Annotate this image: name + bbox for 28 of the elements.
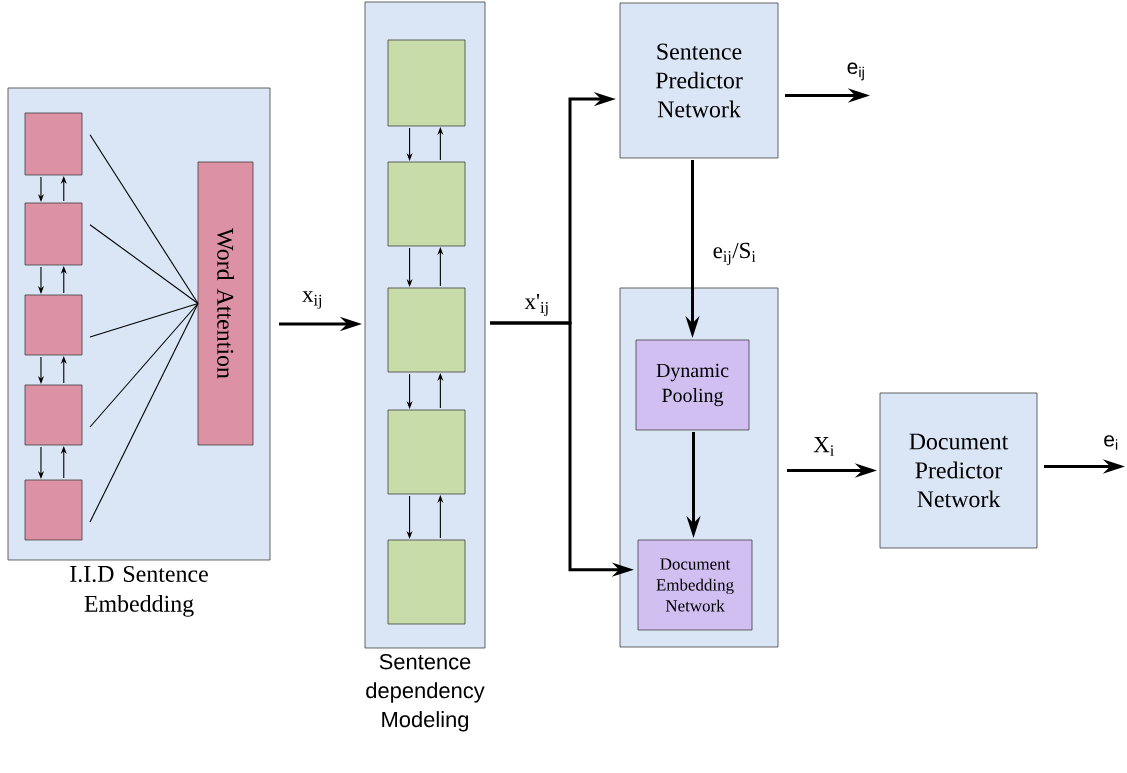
process-box: Word Attention bbox=[197, 161, 254, 446]
node-label: I.I.D Sentence Embedding bbox=[70, 565, 208, 617]
node-label: Sentence dependency Modeling bbox=[366, 653, 485, 732]
cell-box bbox=[387, 287, 466, 373]
process-box: Document Embedding Network bbox=[637, 539, 753, 631]
cell-box bbox=[24, 294, 83, 356]
cell-box bbox=[387, 409, 466, 495]
cell-box bbox=[24, 384, 83, 446]
line bbox=[89, 302, 199, 338]
edge-label: x$_{ij}$ bbox=[301, 290, 324, 310]
cell-box bbox=[24, 479, 83, 541]
edge-label: e$_{ij}$/S$_{i}$ bbox=[711, 241, 758, 267]
cell-box bbox=[387, 539, 466, 625]
cell-box bbox=[24, 202, 83, 266]
line bbox=[89, 302, 199, 523]
edge-label: e$_{i}$ bbox=[1102, 434, 1120, 451]
process-box: Document Predictor Network bbox=[879, 392, 1038, 549]
cell-box bbox=[24, 112, 83, 176]
edge-label: X$_{i}$ bbox=[812, 436, 836, 457]
line bbox=[89, 224, 199, 305]
cell-box bbox=[387, 161, 466, 247]
edge-label: x'$_{ij}$ bbox=[523, 292, 551, 318]
edge-label: e$_{ij}$ bbox=[845, 61, 867, 82]
cell-box bbox=[387, 39, 466, 127]
line bbox=[89, 302, 199, 428]
line bbox=[89, 134, 199, 305]
process-box: Dynamic Pooling bbox=[635, 339, 750, 431]
process-box: Sentence Predictor Network bbox=[619, 2, 779, 159]
